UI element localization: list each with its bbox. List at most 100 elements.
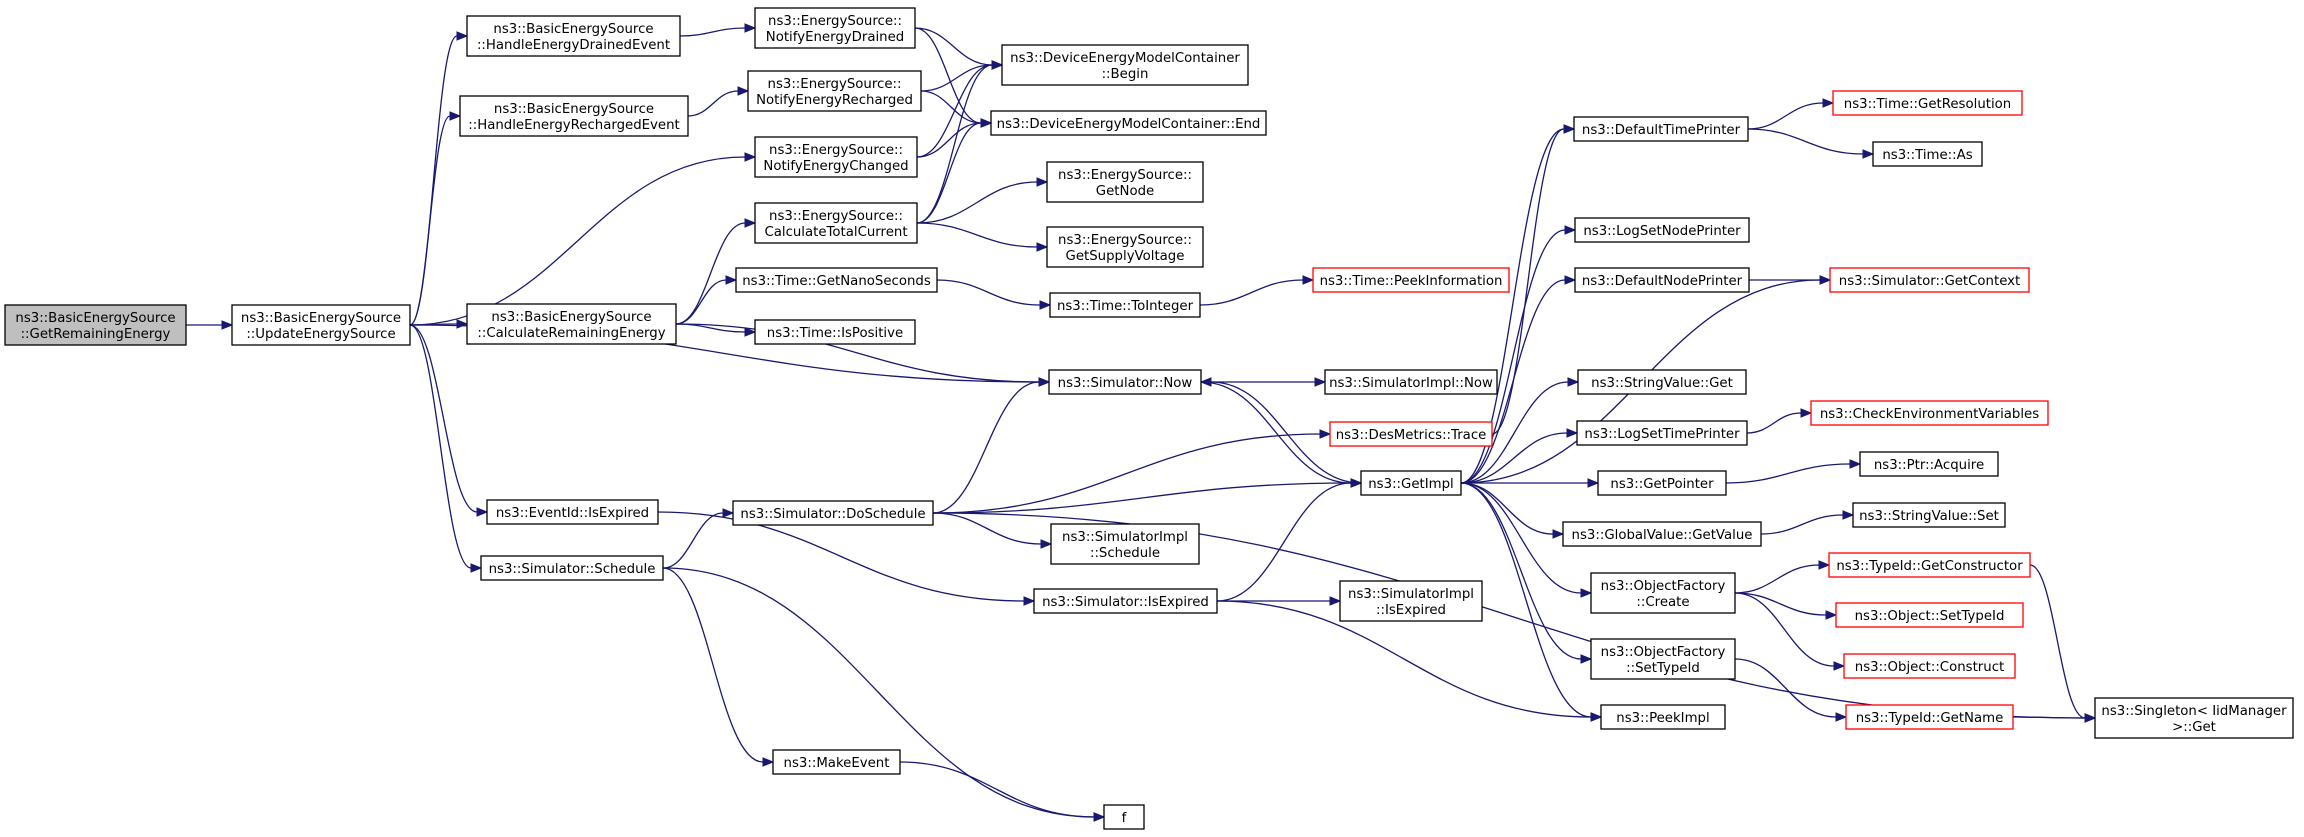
function-node-sisexp[interactable]: ns3::Simulator::IsExpired xyxy=(1033,588,1218,614)
call-edge-arrowhead xyxy=(1036,177,1049,187)
function-node-ofst[interactable]: ns3::ObjectFactory::SetTypeId xyxy=(1590,638,1736,680)
node-box xyxy=(1046,161,1204,203)
call-edge xyxy=(1734,592,1827,616)
function-node-dosch[interactable]: ns3::Simulator::DoSchedule xyxy=(732,500,934,526)
function-node-toint[interactable]: ns3::Time::ToInteger xyxy=(1049,292,1201,318)
call-edge-arrowhead xyxy=(1818,560,1831,570)
function-node-ocon[interactable]: ns3::Object::Construct xyxy=(1843,653,2016,679)
call-edge-arrowhead xyxy=(744,152,757,162)
node-label: ::HandleEnergyDrainedEvent xyxy=(477,38,670,53)
call-edge xyxy=(1725,463,1851,484)
node-box xyxy=(1360,470,1462,496)
call-edge xyxy=(916,122,982,224)
function-node-f[interactable]: f xyxy=(1103,804,1145,830)
function-node-tas[interactable]: ns3::Time::As xyxy=(1872,141,1983,167)
function-node-ost[interactable]: ns3::Object::SetTypeId xyxy=(1835,602,2024,628)
call-edge xyxy=(1746,412,1802,434)
node-box xyxy=(459,95,689,137)
function-node-gvgv[interactable]: ns3::GlobalValue::GetValue xyxy=(1562,521,1762,547)
function-node-ofcr[interactable]: ns3::ObjectFactory::Create xyxy=(1590,572,1736,614)
node-box xyxy=(466,303,677,345)
function-node-lsnp[interactable]: ns3::LogSetNodePrinter xyxy=(1574,217,1750,243)
function-node-sisch[interactable]: ns3::SimulatorImpl::Schedule xyxy=(1050,523,1200,565)
function-node-dembeg[interactable]: ns3::DeviceEnergyModelContainer::Begin xyxy=(1001,44,1249,86)
function-node-hre[interactable]: ns3::BasicEnergySource::HandleEnergyRech… xyxy=(459,95,689,137)
function-node-dmtr[interactable]: ns3::DesMetrics::Trace xyxy=(1329,421,1493,447)
call-edge xyxy=(916,122,982,158)
node-label: ::UpdateEnergySource xyxy=(246,327,395,342)
function-node-gimpl[interactable]: ns3::GetImpl xyxy=(1360,470,1462,496)
function-node-root[interactable]: ns3::BasicEnergySource::GetRemainingEner… xyxy=(4,304,187,346)
function-node-tgr[interactable]: ns3::Time::GetResolution xyxy=(1832,90,2023,116)
function-node-gptr[interactable]: ns3::GetPointer xyxy=(1597,470,1727,496)
call-edge-arrowhead xyxy=(1552,529,1565,539)
function-node-sgc[interactable]: ns3::Simulator::GetContext xyxy=(1829,267,2030,293)
function-node-sing[interactable]: ns3::Singleton< IidManager>::Get xyxy=(2094,697,2294,739)
function-node-cre[interactable]: ns3::BasicEnergySource::CalculateRemaini… xyxy=(466,303,677,345)
node-box xyxy=(1573,116,1749,142)
function-node-svget[interactable]: ns3::StringValue::Get xyxy=(1577,369,1747,395)
function-node-demend[interactable]: ns3::DeviceEnergyModelContainer::End xyxy=(990,110,1267,136)
node-label: ns3::EnergySource:: xyxy=(1058,233,1192,248)
call-edge-arrowhead xyxy=(980,118,993,128)
function-node-hde[interactable]: ns3::BasicEnergySource::HandleEnergyDrai… xyxy=(466,15,681,57)
call-edge xyxy=(1200,381,1352,484)
function-node-pimpl[interactable]: ns3::PeekImpl xyxy=(1600,704,1726,730)
function-node-tgns[interactable]: ns3::Time::GetNanoSeconds xyxy=(735,267,938,293)
node-label: ns3::Time::ToInteger xyxy=(1057,299,1194,314)
call-edge xyxy=(914,27,993,66)
node-label: ns3::BasicEnergySource xyxy=(15,311,175,326)
call-edge-arrowhead xyxy=(1039,300,1052,310)
function-node-dtp[interactable]: ns3::DefaultTimePrinter xyxy=(1573,116,1749,142)
node-label: ns3::DeviceEnergyModelContainer::End xyxy=(997,117,1261,132)
call-edge-arrowhead xyxy=(1564,275,1577,285)
function-node-nec[interactable]: ns3::EnergySource::NotifyEnergyChanged xyxy=(754,136,918,178)
call-edge xyxy=(1460,482,1582,660)
call-edge xyxy=(1734,592,1835,667)
function-node-mkev[interactable]: ns3::MakeEvent xyxy=(772,749,901,775)
call-edge-arrowhead xyxy=(1580,588,1593,598)
node-label: ns3::SimulatorImpl::Now xyxy=(1329,376,1493,391)
node-label: ns3::Time::As xyxy=(1882,148,1972,163)
call-edge xyxy=(916,64,993,224)
function-node-tgc[interactable]: ns3::TypeId::GetConstructor xyxy=(1828,552,2031,578)
function-node-ctc[interactable]: ns3::EnergySource::CalculateTotalCurrent xyxy=(754,202,918,244)
function-node-cev[interactable]: ns3::CheckEnvironmentVariables xyxy=(1810,400,2049,426)
function-node-dnp[interactable]: ns3::DefaultNodePrinter xyxy=(1574,267,1750,293)
call-edge xyxy=(914,27,982,124)
call-edge xyxy=(409,324,478,513)
node-box xyxy=(1835,602,2024,628)
function-node-lstp[interactable]: ns3::LogSetTimePrinter xyxy=(1576,420,1748,446)
node-label: ns3::DesMetrics::Trace xyxy=(1336,428,1487,443)
node-label: ns3::DeviceEnergyModelContainer xyxy=(1010,51,1240,66)
call-edge xyxy=(916,181,1038,224)
function-node-ned[interactable]: ns3::EnergySource::NotifyEnergyDrained xyxy=(754,7,916,49)
call-edge-arrowhead xyxy=(1563,124,1576,134)
function-node-tgname[interactable]: ns3::TypeId::GetName xyxy=(1845,704,2014,730)
function-node-esgn[interactable]: ns3::EnergySource::GetNode xyxy=(1046,161,1204,203)
function-node-tip[interactable]: ns3::Time::IsPositive xyxy=(754,319,916,345)
node-box xyxy=(747,70,922,112)
call-edge xyxy=(2012,716,2086,719)
call-edge-arrowhead xyxy=(1849,459,1862,469)
call-edge xyxy=(409,115,451,326)
node-label: ns3::MakeEvent xyxy=(784,756,890,771)
call-edge xyxy=(662,567,1095,818)
function-node-snow[interactable]: ns3::Simulator::Now xyxy=(1048,369,1202,395)
function-node-svset[interactable]: ns3::StringValue::Set xyxy=(1852,502,2006,528)
node-box xyxy=(1832,90,2023,116)
call-edge xyxy=(920,64,993,92)
function-node-pacq[interactable]: ns3::Ptr::Acquire xyxy=(1859,451,1999,477)
call-edge xyxy=(916,222,1038,248)
function-node-ssch[interactable]: ns3::Simulator::Schedule xyxy=(480,555,664,581)
function-node-eid[interactable]: ns3::EventId::IsExpired xyxy=(486,499,659,525)
node-box xyxy=(231,304,411,346)
node-label: ns3::EnergySource:: xyxy=(1058,168,1192,183)
function-node-esgsv[interactable]: ns3::EnergySource::GetSupplyVoltage xyxy=(1046,226,1204,268)
function-node-sinow[interactable]: ns3::SimulatorImpl::Now xyxy=(1324,369,1498,395)
function-node-ner[interactable]: ns3::EnergySource::NotifyEnergyRecharged xyxy=(747,70,922,112)
call-edge xyxy=(1460,229,1566,484)
function-node-siexp[interactable]: ns3::SimulatorImpl::IsExpired xyxy=(1339,580,1483,622)
function-node-tpi[interactable]: ns3::Time::PeekInformation xyxy=(1312,267,1510,293)
function-node-upd[interactable]: ns3::BasicEnergySource::UpdateEnergySour… xyxy=(231,304,411,346)
